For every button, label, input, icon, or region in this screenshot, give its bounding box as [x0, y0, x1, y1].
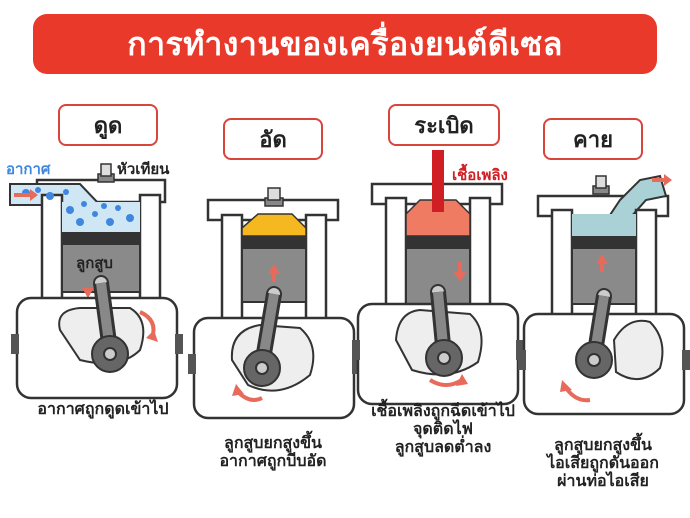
engine-exhaust	[516, 174, 690, 416]
engine-power	[350, 150, 526, 406]
caption-line: ไอเสียถูกดันออก	[547, 452, 659, 472]
caption-line: เชื้อเพลิงถูกฉีดเข้าไป	[371, 401, 515, 420]
spark-plug-label: หัวเทียน	[117, 160, 170, 178]
air-label: อากาศ	[6, 160, 51, 178]
caption-compression: ลูกสูบยกสูงขึ้น อากาศถูกบีบอัด	[188, 434, 358, 470]
caption-line: ลูกสูบลดต่ำลง	[394, 436, 492, 456]
fuel-label: เชื้อเพลิง	[452, 166, 508, 184]
stroke-label-intake: ดูด	[58, 104, 158, 146]
caption-line: ลูกสูบยกสูงขึ้น	[554, 435, 652, 454]
engine-intake	[9, 163, 185, 400]
caption-line: อากาศถูกดูดเข้าไป	[37, 399, 169, 418]
page-title: การทำงานของเครื่องยนต์ดีเซล	[127, 24, 563, 63]
caption-line: ลูกสูบยกสูงขึ้น	[224, 433, 322, 452]
caption-line: จุดติดไฟ	[413, 418, 473, 438]
engine-compression	[186, 187, 362, 420]
stroke-label-power: ระเบิด	[388, 104, 500, 146]
title-banner: การทำงานของเครื่องยนต์ดีเซล	[33, 14, 657, 74]
stroke-label-compression: อัด	[223, 118, 323, 160]
caption-line: อากาศถูกบีบอัด	[219, 450, 327, 470]
stroke-label-exhaust: คาย	[543, 118, 643, 160]
caption-power: เชื้อเพลิงถูกฉีดเข้าไป จุดติดไฟ ลูกสูบลด…	[348, 402, 538, 456]
caption-intake: อากาศถูกดูดเข้าไป	[10, 400, 196, 418]
piston-label: ลูกสูบ	[76, 254, 113, 272]
caption-exhaust: ลูกสูบยกสูงขึ้น ไอเสียถูกดันออก ผ่านท่อไ…	[518, 436, 688, 490]
caption-line: ผ่านท่อไอเสีย	[557, 470, 649, 490]
